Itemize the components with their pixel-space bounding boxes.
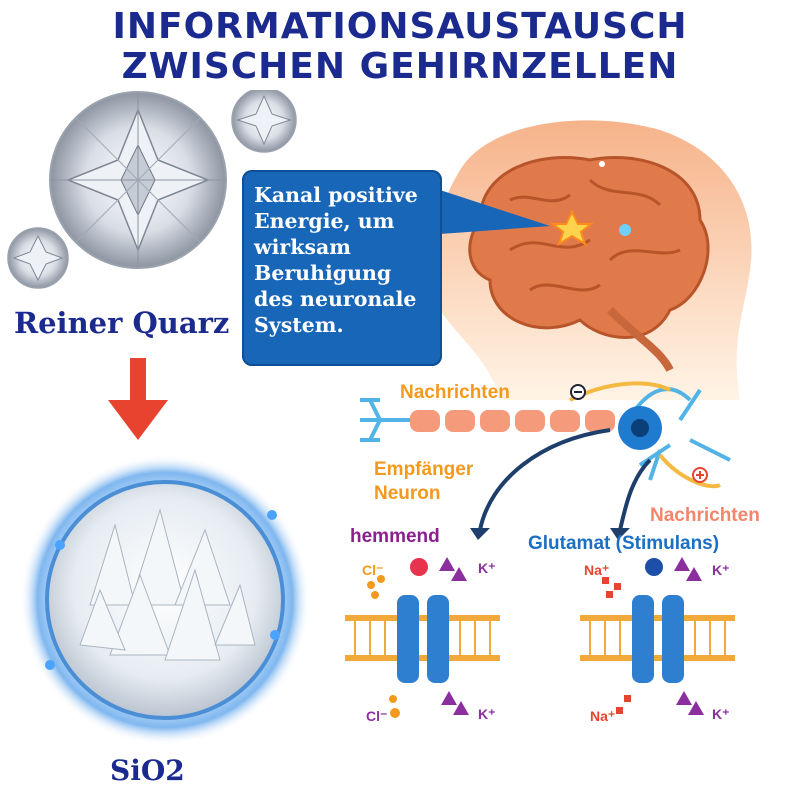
ion-na-top: Na⁺: [584, 562, 610, 578]
head-brain-graphic: [429, 120, 752, 400]
diamonds-graphic: [7, 90, 297, 289]
diamond-icon: [7, 227, 69, 289]
title-line-1: INFORMATIONSAUSTAUSCH: [112, 6, 688, 47]
ion-k-bottom-left: K⁺: [478, 706, 496, 722]
ion-k-top-right: K⁺: [712, 562, 730, 578]
callout-text: Kanal positive Energie, um wirksam Beruh…: [254, 183, 418, 337]
label-inhibitory: hemmend: [350, 526, 440, 547]
ion-cl-bottom: Cl⁻: [366, 708, 388, 724]
diamond-icon: [49, 91, 227, 269]
label-glutamate: Glutamat (Stimulans): [528, 533, 720, 554]
label-messages-top: Nachrichten: [400, 382, 510, 403]
label-messages-right: Nachrichten: [650, 505, 760, 526]
ion-cl-top: Cl⁻: [362, 562, 384, 578]
ion-channel-icon: [580, 557, 735, 715]
label-receiver-neuron: Empfänger Neuron: [374, 459, 474, 504]
sio2-label: SiO2: [110, 754, 185, 787]
ion-k-top-left: K⁺: [478, 560, 496, 576]
signal-arrows: [470, 428, 652, 540]
quartz-crystal-icon: [20, 455, 310, 745]
quartz-label: Reiner Quarz: [14, 306, 230, 340]
down-arrow-icon: [108, 358, 168, 440]
diamond-icon: [231, 90, 297, 153]
ion-k-bottom-right: K⁺: [712, 706, 730, 722]
ion-na-bottom: Na⁺: [590, 708, 616, 724]
ion-channel-icon: [345, 557, 500, 718]
title-line-2: ZWISCHEN GEHIRNZELLEN: [121, 46, 679, 87]
callout-pointer: [440, 190, 550, 234]
neuron-icon: [360, 381, 731, 489]
brain-icon: [468, 156, 710, 372]
info-callout: Kanal positive Energie, um wirksam Beruh…: [242, 170, 442, 366]
